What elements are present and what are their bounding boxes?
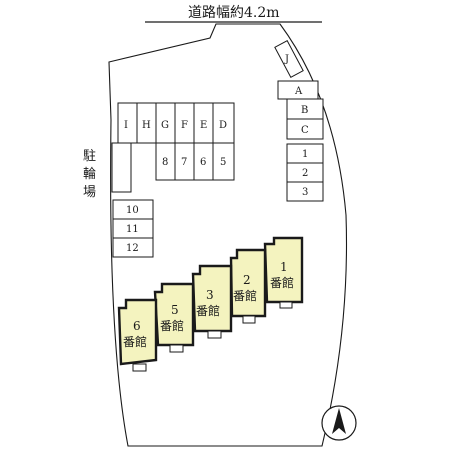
north-arrow-icon (321, 405, 357, 441)
bike-parking-char-1: 駐 (83, 149, 96, 164)
parking-row-second: 8 7 6 5 (155, 142, 235, 181)
building-2: 2 番館 (229, 248, 267, 324)
road-label: 道路幅約4.2m (188, 5, 280, 21)
building-3-label: 番館 (196, 303, 220, 318)
building-1-label: 番館 (270, 275, 294, 290)
parking-label-11: 11 (126, 224, 139, 235)
building-6-label: 番館 (123, 334, 147, 349)
parking-space-c: C (286, 118, 324, 140)
building-3-number: 3 (206, 288, 214, 302)
building-3: 3 番館 (191, 264, 233, 339)
parking-label-12: 12 (126, 243, 139, 254)
building-2-label: 番館 (233, 288, 257, 303)
parking-label-g: G (161, 120, 169, 131)
parking-space-b: B (286, 98, 324, 120)
building-5-number: 5 (171, 303, 179, 317)
parking-label-r2: 2 (302, 168, 308, 179)
parking-space-a: A (277, 80, 319, 100)
parking-space-r1: 1 (286, 143, 324, 164)
building-5: 5 番館 (153, 282, 195, 353)
bike-parking-char-3: 場 (83, 185, 96, 200)
parking-space-r3: 3 (286, 181, 324, 202)
parking-label-h: H (142, 120, 151, 131)
parking-label-e: E (200, 120, 207, 131)
parking-label-5: 5 (220, 157, 226, 168)
parking-label-a: A (294, 86, 303, 97)
parking-label-c: C (301, 125, 309, 136)
building-1: 1 番館 (263, 236, 304, 309)
parking-label-b: B (301, 105, 308, 116)
bike-parking-char-2: 輪 (83, 166, 96, 182)
parking-label-j: J (284, 54, 289, 65)
parking-row-top: I H G F E D (117, 102, 235, 144)
parking-label-6: 6 (200, 157, 206, 168)
parking-space-r2: 2 (286, 162, 324, 183)
parking-label-d: D (219, 120, 227, 131)
building-6: 6 番館 (117, 298, 158, 372)
parking-label-7: 7 (181, 157, 187, 168)
parking-label-10: 10 (126, 205, 139, 216)
building-6-number: 6 (133, 319, 141, 333)
parking-label-r1: 1 (302, 149, 308, 160)
building-1-number: 1 (280, 260, 288, 274)
parking-label-i: I (124, 120, 128, 131)
parking-label-r3: 3 (302, 187, 308, 198)
parking-label-f: F (181, 120, 188, 131)
parking-label-8: 8 (162, 157, 168, 168)
building-5-label: 番館 (160, 318, 184, 333)
parking-space-j: J (274, 40, 304, 78)
parking-stack-left: 10 11 12 (112, 199, 154, 258)
building-2-number: 2 (243, 273, 251, 287)
bicycle-parking: 駐 輪 場 (83, 142, 132, 200)
